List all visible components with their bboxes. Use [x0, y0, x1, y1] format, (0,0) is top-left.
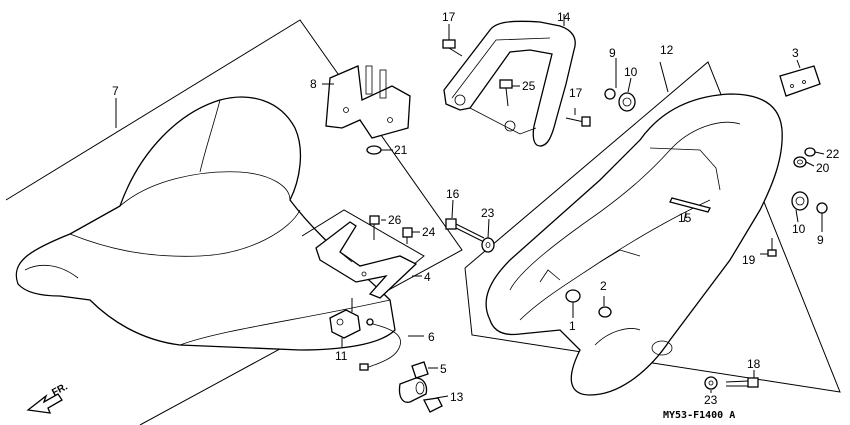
callout-3: 3 — [792, 46, 799, 60]
callout-1: 1 — [569, 319, 576, 333]
callout-24: 24 — [422, 225, 436, 239]
callout-17-right: 17 — [569, 86, 583, 100]
callout-9-upper: 9 — [609, 46, 616, 60]
cable-6-part — [359, 318, 424, 371]
callout-21: 21 — [394, 143, 408, 157]
callout-14: 14 — [557, 10, 571, 24]
callout-10-lower: 10 — [792, 222, 806, 236]
grommet-10a-part — [618, 92, 636, 112]
callout-12: 12 — [660, 43, 674, 57]
lock-bracket-part — [315, 221, 422, 299]
callout-18: 18 — [747, 357, 761, 371]
screw-19-part — [767, 238, 777, 257]
callout-8: 8 — [310, 77, 317, 91]
seat-bracket-part — [325, 65, 411, 139]
bolt-17a-part — [442, 32, 463, 57]
callout-23-lower: 23 — [704, 393, 718, 407]
collar-1-part — [565, 289, 581, 314]
callout-20: 20 — [816, 161, 830, 175]
callout-9-lower: 9 — [817, 233, 824, 247]
callout-25: 25 — [522, 79, 536, 93]
callout-19: 19 — [742, 253, 756, 267]
washer-23b-part — [704, 376, 718, 390]
callout-15: 15 — [678, 211, 692, 225]
direction-label: FR. — [50, 381, 70, 398]
callout-10-upper: 10 — [624, 65, 638, 79]
bolt-17b-part — [565, 108, 591, 127]
seat-lock-part — [329, 298, 361, 348]
callout-23-upper: 23 — [481, 206, 495, 220]
nut-9a-part — [604, 88, 616, 100]
callout-13: 13 — [450, 390, 464, 404]
callout-7: 7 — [112, 84, 119, 98]
callout-2: 2 — [600, 279, 607, 293]
cowl-group-panel — [464, 61, 841, 393]
callouts: 7 8 21 17 14 25 17 9 10 12 3 22 20 10 9 … — [112, 10, 840, 407]
bolt-16-part — [445, 218, 485, 243]
key-cylinder-part — [398, 377, 449, 413]
rod-15-part — [669, 197, 711, 223]
washer-20-part — [793, 156, 815, 168]
emblem-3-part — [779, 59, 821, 97]
rear-cowl-part — [485, 61, 783, 396]
callout-17-top: 17 — [442, 10, 456, 24]
callout-11: 11 — [335, 349, 348, 363]
grommet-10b-part — [791, 191, 809, 211]
callout-5: 5 — [440, 362, 447, 376]
callout-16: 16 — [446, 187, 460, 201]
callout-26: 26 — [388, 213, 402, 227]
front-direction-arrow-icon — [26, 393, 63, 414]
callout-6: 6 — [428, 330, 435, 344]
grab-rail-part — [443, 14, 576, 147]
fastener-21-part — [366, 145, 393, 155]
washer-23a-part — [481, 237, 495, 253]
screw-26-part — [369, 215, 380, 240]
nut-9b-part — [816, 202, 828, 214]
leader-lines — [115, 24, 823, 393]
screw-24-part — [402, 227, 413, 244]
callout-22: 22 — [826, 147, 840, 161]
clip-22-part — [804, 147, 825, 157]
collar-2-part — [598, 296, 612, 318]
callout-4: 4 — [424, 270, 431, 284]
clip-5-part — [411, 361, 438, 379]
diagram-code: MY53-F1400 A — [663, 410, 735, 421]
seat-part — [15, 96, 396, 351]
bolt-18-part — [725, 370, 759, 388]
bolt-25-part — [499, 79, 520, 107]
